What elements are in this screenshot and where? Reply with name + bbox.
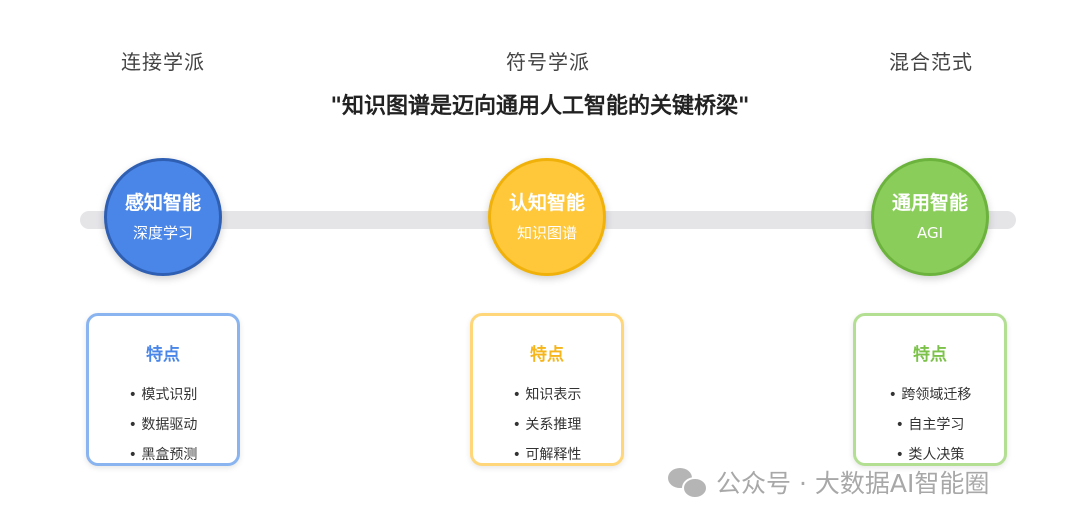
feature-item: • 关系推理 [512, 417, 582, 433]
school-label-hybrid: 混合范式 [889, 50, 973, 74]
stage-node-general: 通用智能 AGI [871, 158, 989, 276]
feature-item: • 跨领域迁移 [888, 387, 972, 403]
feature-card-perception: 特点 • 模式识别 • 数据驱动 • 黑盒预测 [86, 313, 240, 466]
school-label-connectionism: 连接学派 [121, 50, 205, 74]
stage-subtitle: 深度学习 [132, 224, 193, 242]
stage-title: 感知智能 [124, 192, 201, 214]
stage-title: 通用智能 [891, 192, 968, 214]
feature-item: • 黑盒预测 [128, 447, 198, 463]
school-label-symbolism: 符号学派 [506, 50, 590, 74]
feature-list: • 模式识别 • 数据驱动 • 黑盒预测 [89, 380, 237, 470]
feature-item: • 可解释性 [512, 447, 582, 463]
feature-list: • 跨领域迁移 • 自主学习 • 类人决策 [856, 380, 1004, 470]
feature-item: • 类人决策 [895, 447, 965, 463]
card-heading: 特点 [913, 345, 947, 365]
diagram-title: "知识图谱是迈向通用人工智能的关键桥梁" [330, 94, 750, 119]
watermark: 公众号 · 大数据AI智能圈 [668, 462, 989, 502]
feature-card-general: 特点 • 跨领域迁移 • 自主学习 • 类人决策 [853, 313, 1007, 466]
feature-item: • 自主学习 [895, 417, 965, 433]
feature-item: • 模式识别 [128, 387, 198, 403]
stage-node-perception: 感知智能 深度学习 [104, 158, 222, 276]
wechat-icon [668, 466, 708, 499]
stage-subtitle: 知识图谱 [516, 224, 577, 242]
stage-title: 认知智能 [508, 192, 585, 214]
card-heading: 特点 [530, 345, 564, 365]
stage-node-cognition: 认知智能 知识图谱 [488, 158, 606, 276]
card-heading: 特点 [146, 345, 180, 365]
feature-item: • 数据驱动 [128, 417, 198, 433]
feature-item: • 知识表示 [512, 387, 582, 403]
stage-subtitle: AGI [916, 224, 944, 242]
watermark-text: 公众号 · 大数据AI智能圈 [716, 469, 990, 498]
feature-list: • 知识表示 • 关系推理 • 可解释性 [473, 380, 621, 470]
feature-card-cognition: 特点 • 知识表示 • 关系推理 • 可解释性 [470, 313, 624, 466]
